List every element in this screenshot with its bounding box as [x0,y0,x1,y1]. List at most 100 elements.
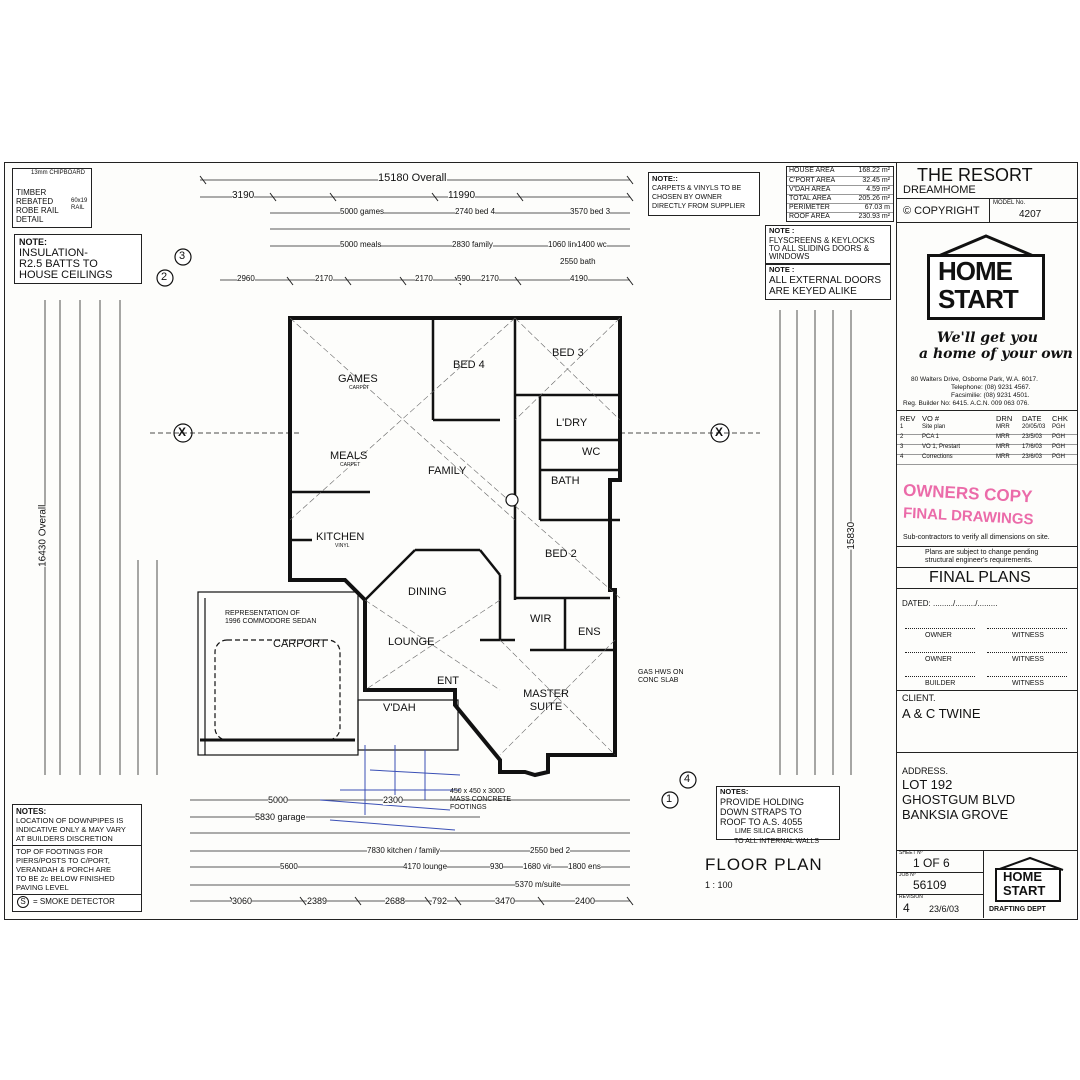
model-divider [989,198,990,222]
area-label: V'DAH AREA [789,186,831,193]
dim-r3-2: 2170 [315,274,333,284]
downpipe-1: LOCATION OF DOWNPIPES IS [16,816,124,825]
area-label: C'PORT AREA [789,177,836,184]
divider-9 [897,872,983,873]
revision-header-cell: REV [900,414,916,423]
revision-number: 4 [903,901,910,915]
carpets-3: DIRECTLY FROM SUPPLIER [652,203,746,210]
fly-3: WINDOWS [769,252,810,261]
dim-vir: 1680 vir [523,862,552,872]
job-label: JOB Nº [899,872,916,878]
dim-r3-3: 2170 [415,274,433,284]
sign-line-6 [987,676,1067,677]
range-name: DREAMHOME [903,184,976,196]
divider-2 [897,222,1077,223]
model-label: MODEL No. [993,200,1026,206]
flyscreen-note: NOTE : FLYSCREENS & KEYLOCKS TO ALL SLID… [765,225,891,264]
revision-cell: PGH [1052,444,1066,450]
dim-b2: 2389 [307,896,328,907]
room-family: FAMILY [428,465,467,477]
dim-garage: 5830 garage [255,812,306,823]
lime-2: TO ALL INTERNAL WALLS [734,838,820,845]
insulation-2: R2.5 BATTS TO [19,258,98,270]
divider-5 [897,588,1077,589]
dim-bed2-bottom: 2550 bed 2 [530,846,571,856]
ext-1: ALL EXTERNAL DOORS [769,275,882,286]
room-ldry: L'DRY [556,417,588,429]
fly-title: NOTE : [769,226,795,235]
footings-3: VERANDAH & PORCH ARE [16,865,112,874]
room-bed4: BED 4 [453,359,485,371]
insulation-3: HOUSE CEILINGS [19,269,113,281]
elevation-marker-2: 2 [161,271,168,283]
dim-family: 2830 family [452,240,493,250]
floor-plan-title: FLOOR PLAN [705,855,823,874]
revision-cell: 17/6/03 [1022,444,1043,450]
witness-label-3: WITNESS [1012,680,1044,687]
dim-5000: 5000 [268,795,289,806]
room-bed3: BED 3 [552,347,584,359]
footings-divider [13,845,141,846]
owner-label-1: OWNER [925,632,952,639]
room-carport: CARPORT [273,638,327,650]
area-value: 168.22 m² [858,167,890,174]
revision-cell: MRR [996,454,1010,460]
small-logo-home: HOME [1003,869,1042,884]
robe-rail-detail: 13mm CHIPBOARD TIMBER REBATED ROBE RAIL … [12,168,92,228]
subcontractors-note: Sub-contractors to verify all dimensions… [903,534,1050,541]
dim-930-bottom: 930 [490,862,504,872]
revision-cell: 23/5/03 [1022,434,1043,440]
elevation-marker-1: 1 [666,793,673,805]
dim-3190: 3190 [232,190,255,202]
area-value: 32.45 m² [862,177,890,184]
divider-3 [897,546,1077,547]
floor-plan-scale: 1 : 100 [705,880,733,890]
revision-cell: 20/05/03 [1022,424,1046,430]
job-number: 56109 [913,878,947,892]
dim-b6: 2400 [575,896,596,907]
divider-7 [897,752,1077,753]
dim-games: 5000 games [340,207,385,217]
dim-5600: 5600 [280,862,298,872]
dim-overall-width: 15180 Overall [378,172,447,185]
mass-concrete-3: FOOTINGS [450,804,487,811]
external-doors-note: NOTE : ALL EXTERNAL DOORS ARE KEYED ALIK… [765,264,891,300]
dim-b3: 2688 [385,896,406,907]
revision-label: REVISION [899,894,923,900]
room-vdah: V'DAH [383,702,416,714]
sign-line-1 [905,628,975,629]
builder-label: BUILDER [925,680,956,687]
area-label: PERIMETER [789,204,830,211]
footings-5: PAVING LEVEL [16,883,69,892]
revision-cell: 3 [900,444,904,450]
witness-label-2: WITNESS [1012,656,1044,663]
revision-header-cell: DRN [996,414,1013,423]
revision-cell: PCA 1 [922,434,940,440]
model-number: 4207 [1019,209,1042,220]
robe-rail-2: REBATED [16,197,54,206]
dim-wc: 1400 wc [577,240,607,250]
holding-down-note: NOTES: PROVIDE HOLDING DOWN STRAPS TO RO… [716,786,840,840]
gas-hws-1: GAS HWS ON [638,669,684,676]
dim-meals: 5000 meals [340,240,382,250]
elevation-marker-4: 4 [684,773,691,785]
room-kitchen: KITCHEN [316,531,365,543]
revision-cell: PGH [1052,454,1066,460]
lime-1: LIME SILICA BRICKS [735,828,804,835]
dim-r3-4: 590 [457,274,471,284]
revision-cell: 2 [900,434,904,440]
project-name: THE RESORT [917,165,1033,185]
revision-cell: MRR [996,424,1010,430]
client-label: CLIENT. [902,693,936,703]
revision-cell: MRR [996,444,1010,450]
small-logo-roof [996,856,1064,871]
revision-cell: VO 1, Prestart [922,444,961,450]
revision-cell: MRR [996,434,1010,440]
smoke-divider [13,894,141,895]
insulation-1: INSULATION- [19,247,88,259]
